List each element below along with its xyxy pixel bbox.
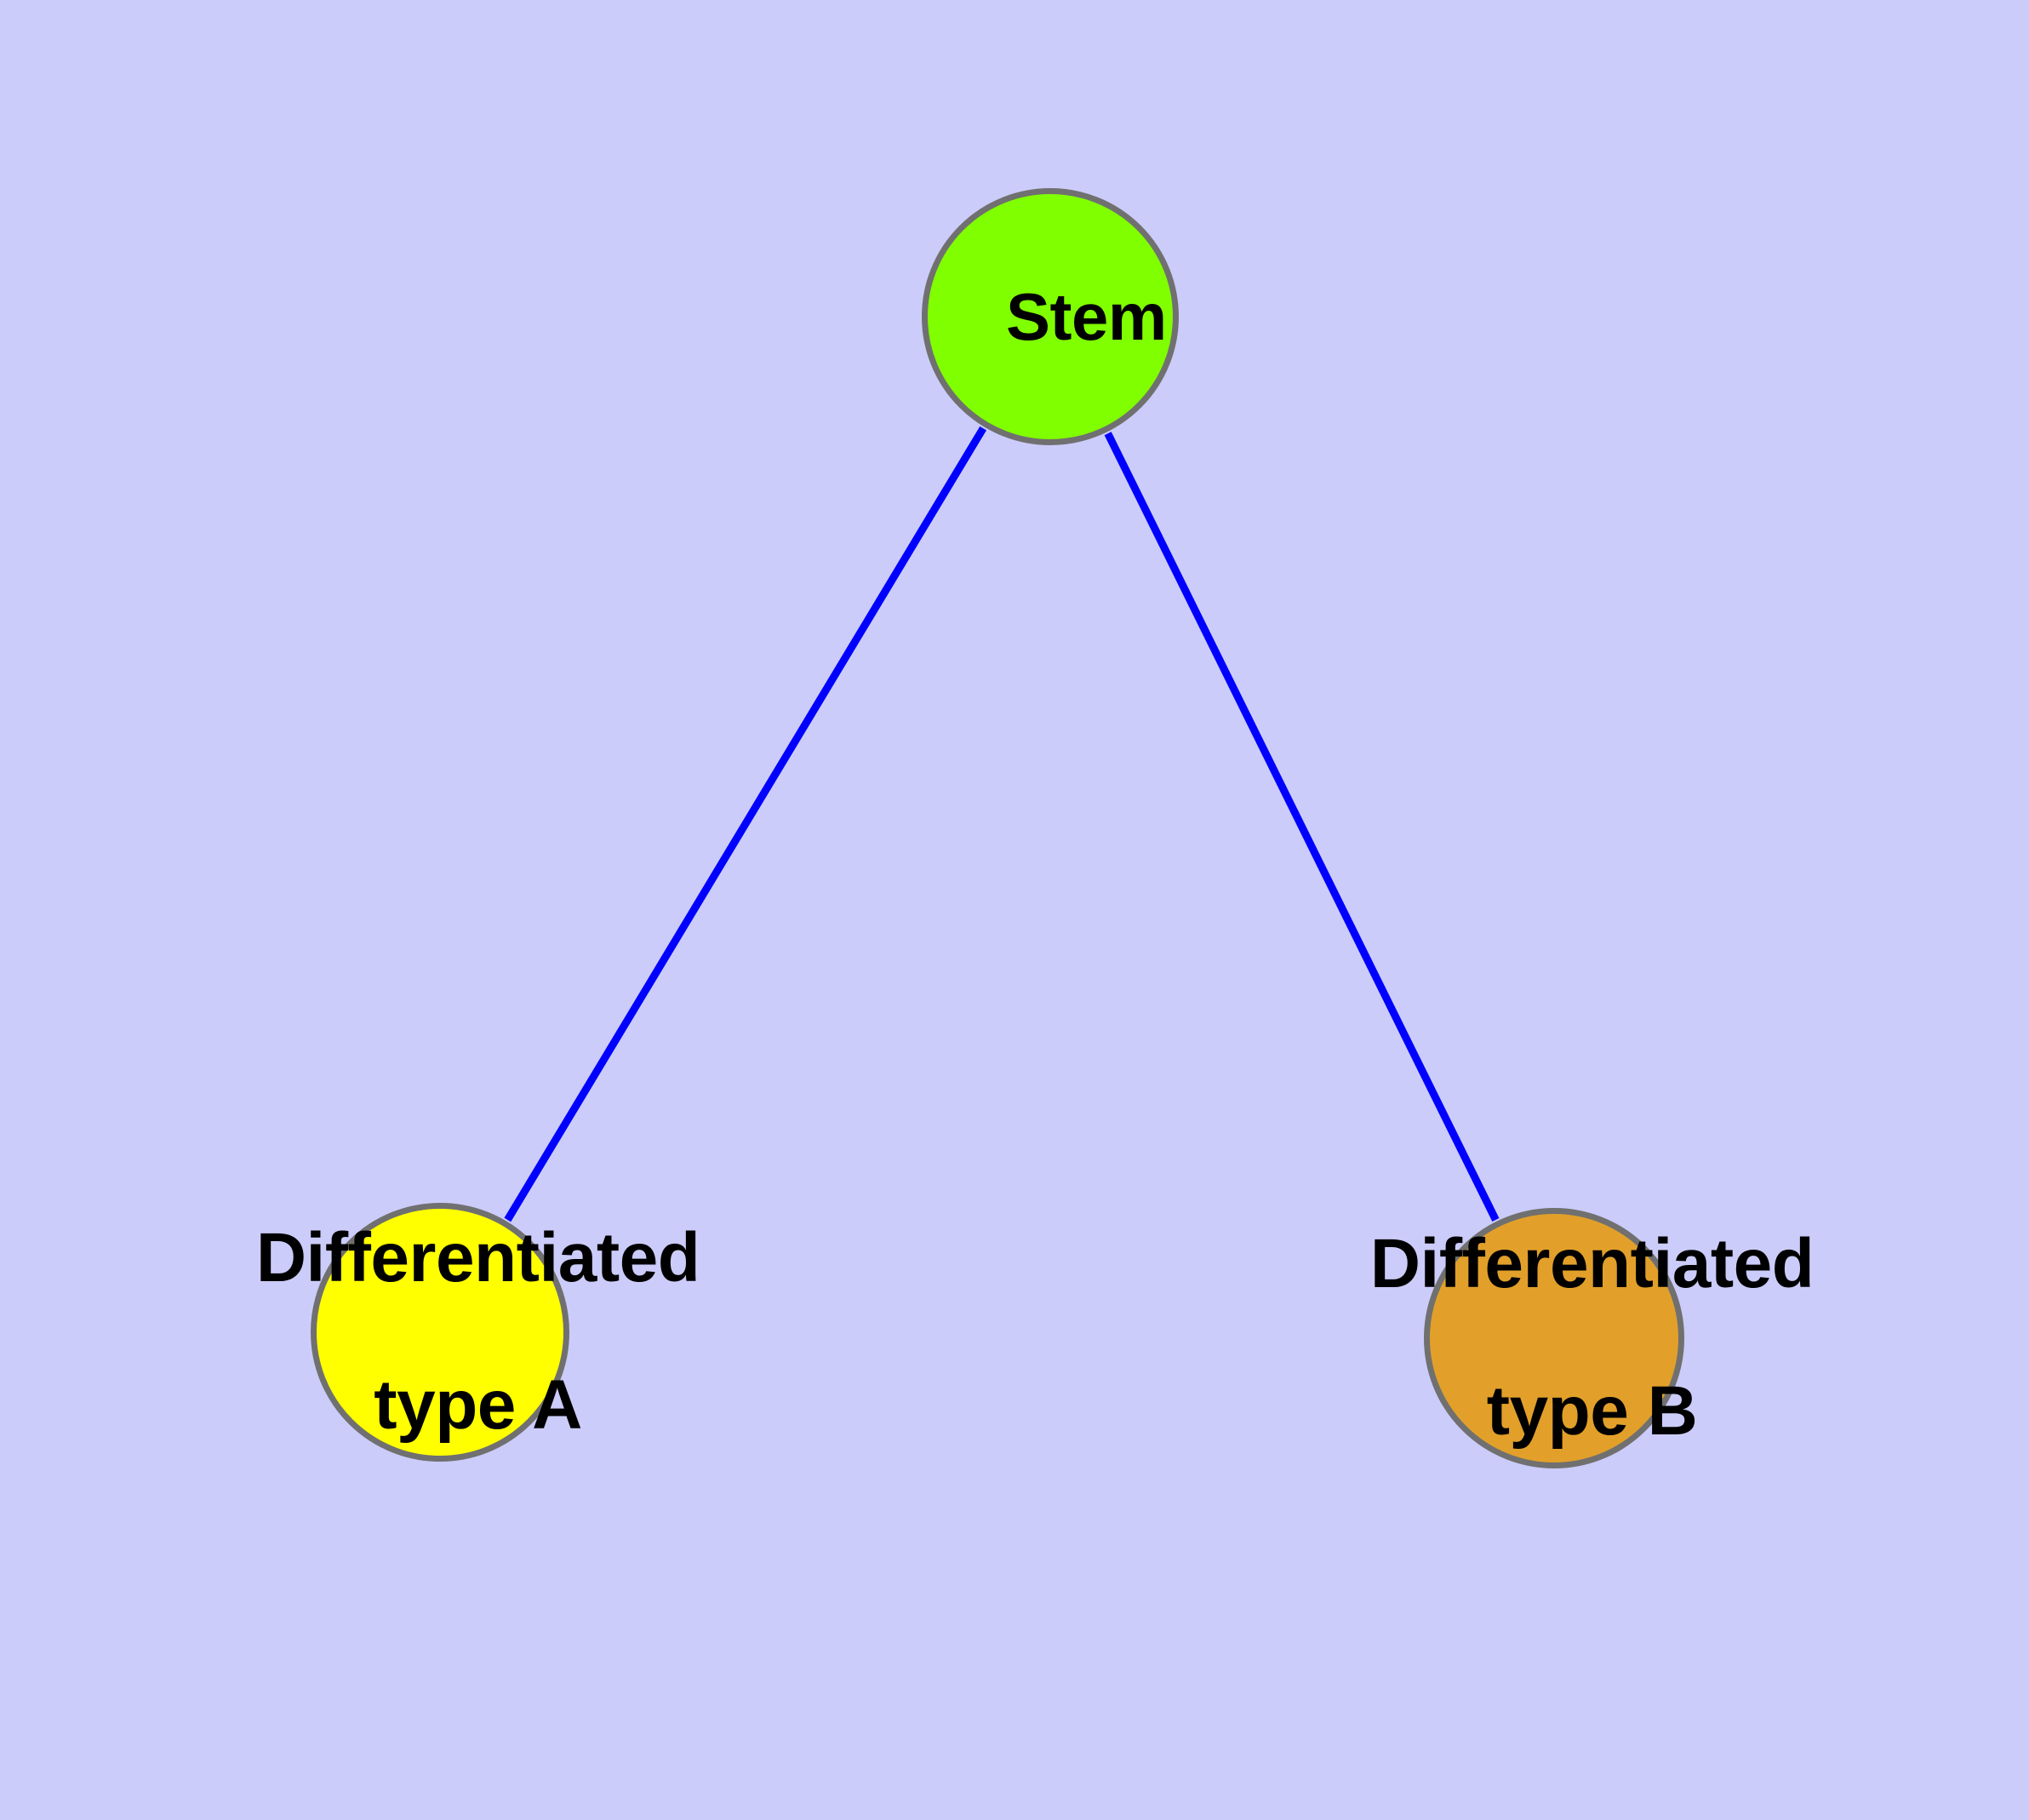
- edge-stem-to-differentiated-type-b[interactable]: [1104, 432, 1500, 1222]
- node-differentiated-type-b[interactable]: [1424, 1208, 1684, 1468]
- node-stem[interactable]: [922, 188, 1179, 445]
- node-differentiated-type-a[interactable]: [311, 1203, 569, 1462]
- edge-layer: [504, 426, 1500, 1222]
- node-layer: [311, 188, 1684, 1468]
- edge-stem-to-differentiated-type-a[interactable]: [504, 426, 987, 1222]
